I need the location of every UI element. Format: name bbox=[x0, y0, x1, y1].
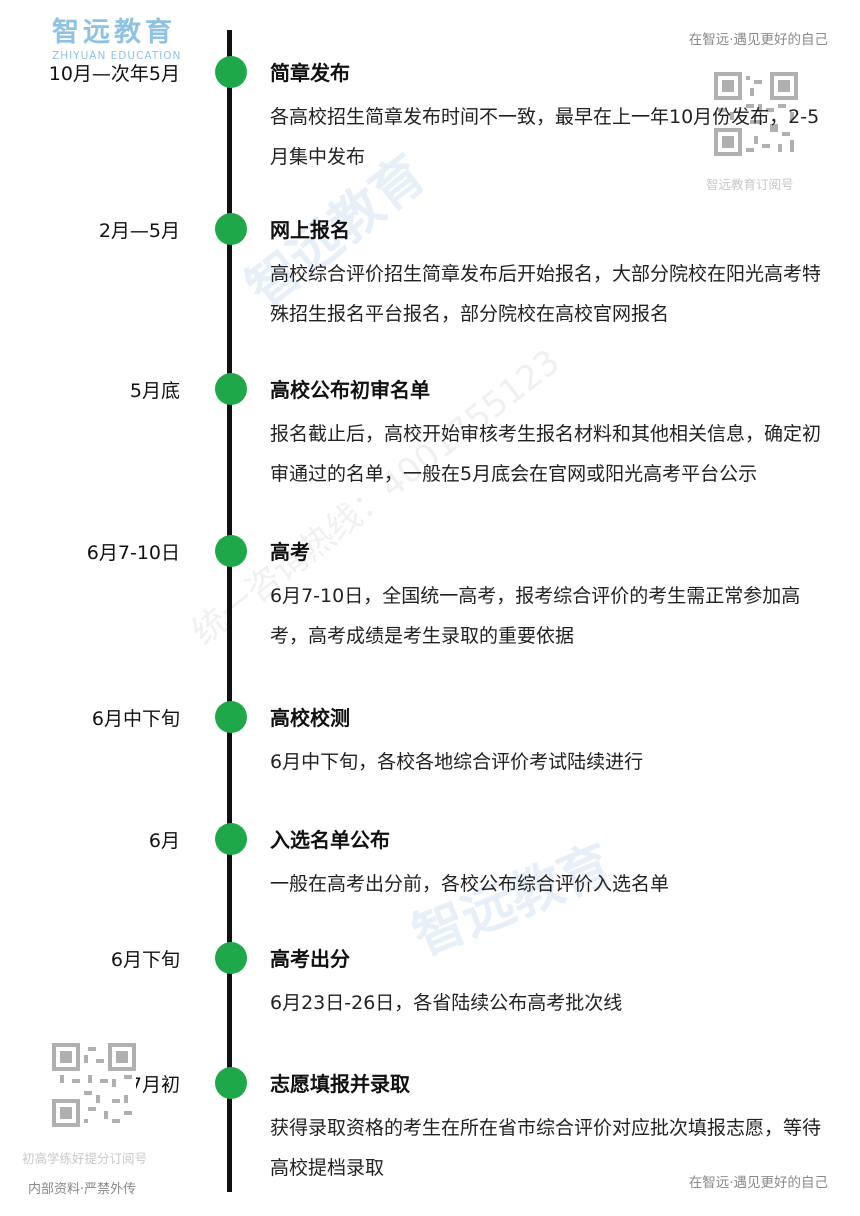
timeline-dot-icon bbox=[215, 701, 247, 733]
timeline-dot-icon bbox=[215, 942, 247, 974]
qr-top-caption: 智远教育订阅号 bbox=[706, 177, 794, 192]
step-title: 网上报名 bbox=[270, 218, 350, 242]
step-title: 简章发布 bbox=[270, 61, 350, 85]
brand-logo: 智远教育 ZHIYUAN EDUCATION bbox=[52, 17, 182, 63]
step-description: 报名截止后，高校开始审核考生报名材料和其他相关信息，确定初审通过的名单，一般在5… bbox=[270, 423, 822, 485]
step-title: 高考 bbox=[270, 540, 310, 564]
step-title: 入选名单公布 bbox=[270, 828, 390, 852]
step-description: 6月中下旬，各校各地综合评价考试陆续进行 bbox=[270, 751, 644, 773]
qr-code-icon bbox=[52, 1043, 136, 1127]
qr-code-icon bbox=[714, 72, 798, 156]
timeline-dot-icon bbox=[215, 373, 247, 405]
timeline-dot-icon bbox=[215, 823, 247, 855]
step-date: 10月—次年5月 bbox=[48, 63, 180, 85]
timeline-dot-icon bbox=[215, 56, 247, 88]
step-description: 6月7-10日，全国统一高考，报考综合评价的考生需正常参加高考，高考成绩是考生录… bbox=[270, 585, 801, 647]
step-date: 6月中下旬 bbox=[91, 708, 180, 730]
step-description: 6月23日-26日，各省陆续公布高考批次线 bbox=[270, 992, 623, 1014]
step-title: 志愿填报并录取 bbox=[270, 1072, 410, 1096]
timeline-dot-icon bbox=[215, 1067, 247, 1099]
tagline-top: 在智远·遇见更好的自己 bbox=[688, 32, 828, 48]
brand-name-en: ZHIYUAN EDUCATION bbox=[52, 50, 182, 62]
step-date: 2月—5月 bbox=[98, 220, 180, 242]
step-title: 高校校测 bbox=[270, 706, 350, 730]
step-title: 高考出分 bbox=[270, 947, 350, 971]
timeline-dot-icon bbox=[215, 535, 247, 567]
step-date: 5月底 bbox=[129, 380, 180, 402]
step-description: 获得录取资格的考生在所在省市综合评价对应批次填报志愿，等待高校提档录取 bbox=[270, 1117, 822, 1179]
step-date: 6月下旬 bbox=[110, 949, 180, 971]
timeline-dot-icon bbox=[215, 213, 247, 245]
step-description: 各高校招生简章发布时间不一致，最早在上一年10月份发布，2-5月集中发布 bbox=[270, 106, 820, 168]
timeline-axis bbox=[227, 30, 232, 1192]
brand-name: 智远教育 bbox=[52, 17, 176, 48]
step-date: 6月7-10日 bbox=[86, 542, 180, 564]
tagline-bottom: 在智远·遇见更好的自己 bbox=[688, 1175, 828, 1191]
step-title: 高校公布初审名单 bbox=[270, 378, 430, 402]
step-description: 一般在高考出分前，各校公布综合评价入选名单 bbox=[270, 873, 670, 895]
qr-bottom-caption: 初高学练好提分订阅号 bbox=[22, 1151, 148, 1166]
step-date: 6月 bbox=[148, 830, 180, 852]
step-description: 高校综合评价招生简章发布后开始报名，大部分院校在阳光高考特殊招生报名平台报名，部… bbox=[270, 263, 822, 325]
internal-note: 内部资料·严禁外传 bbox=[28, 1182, 137, 1197]
